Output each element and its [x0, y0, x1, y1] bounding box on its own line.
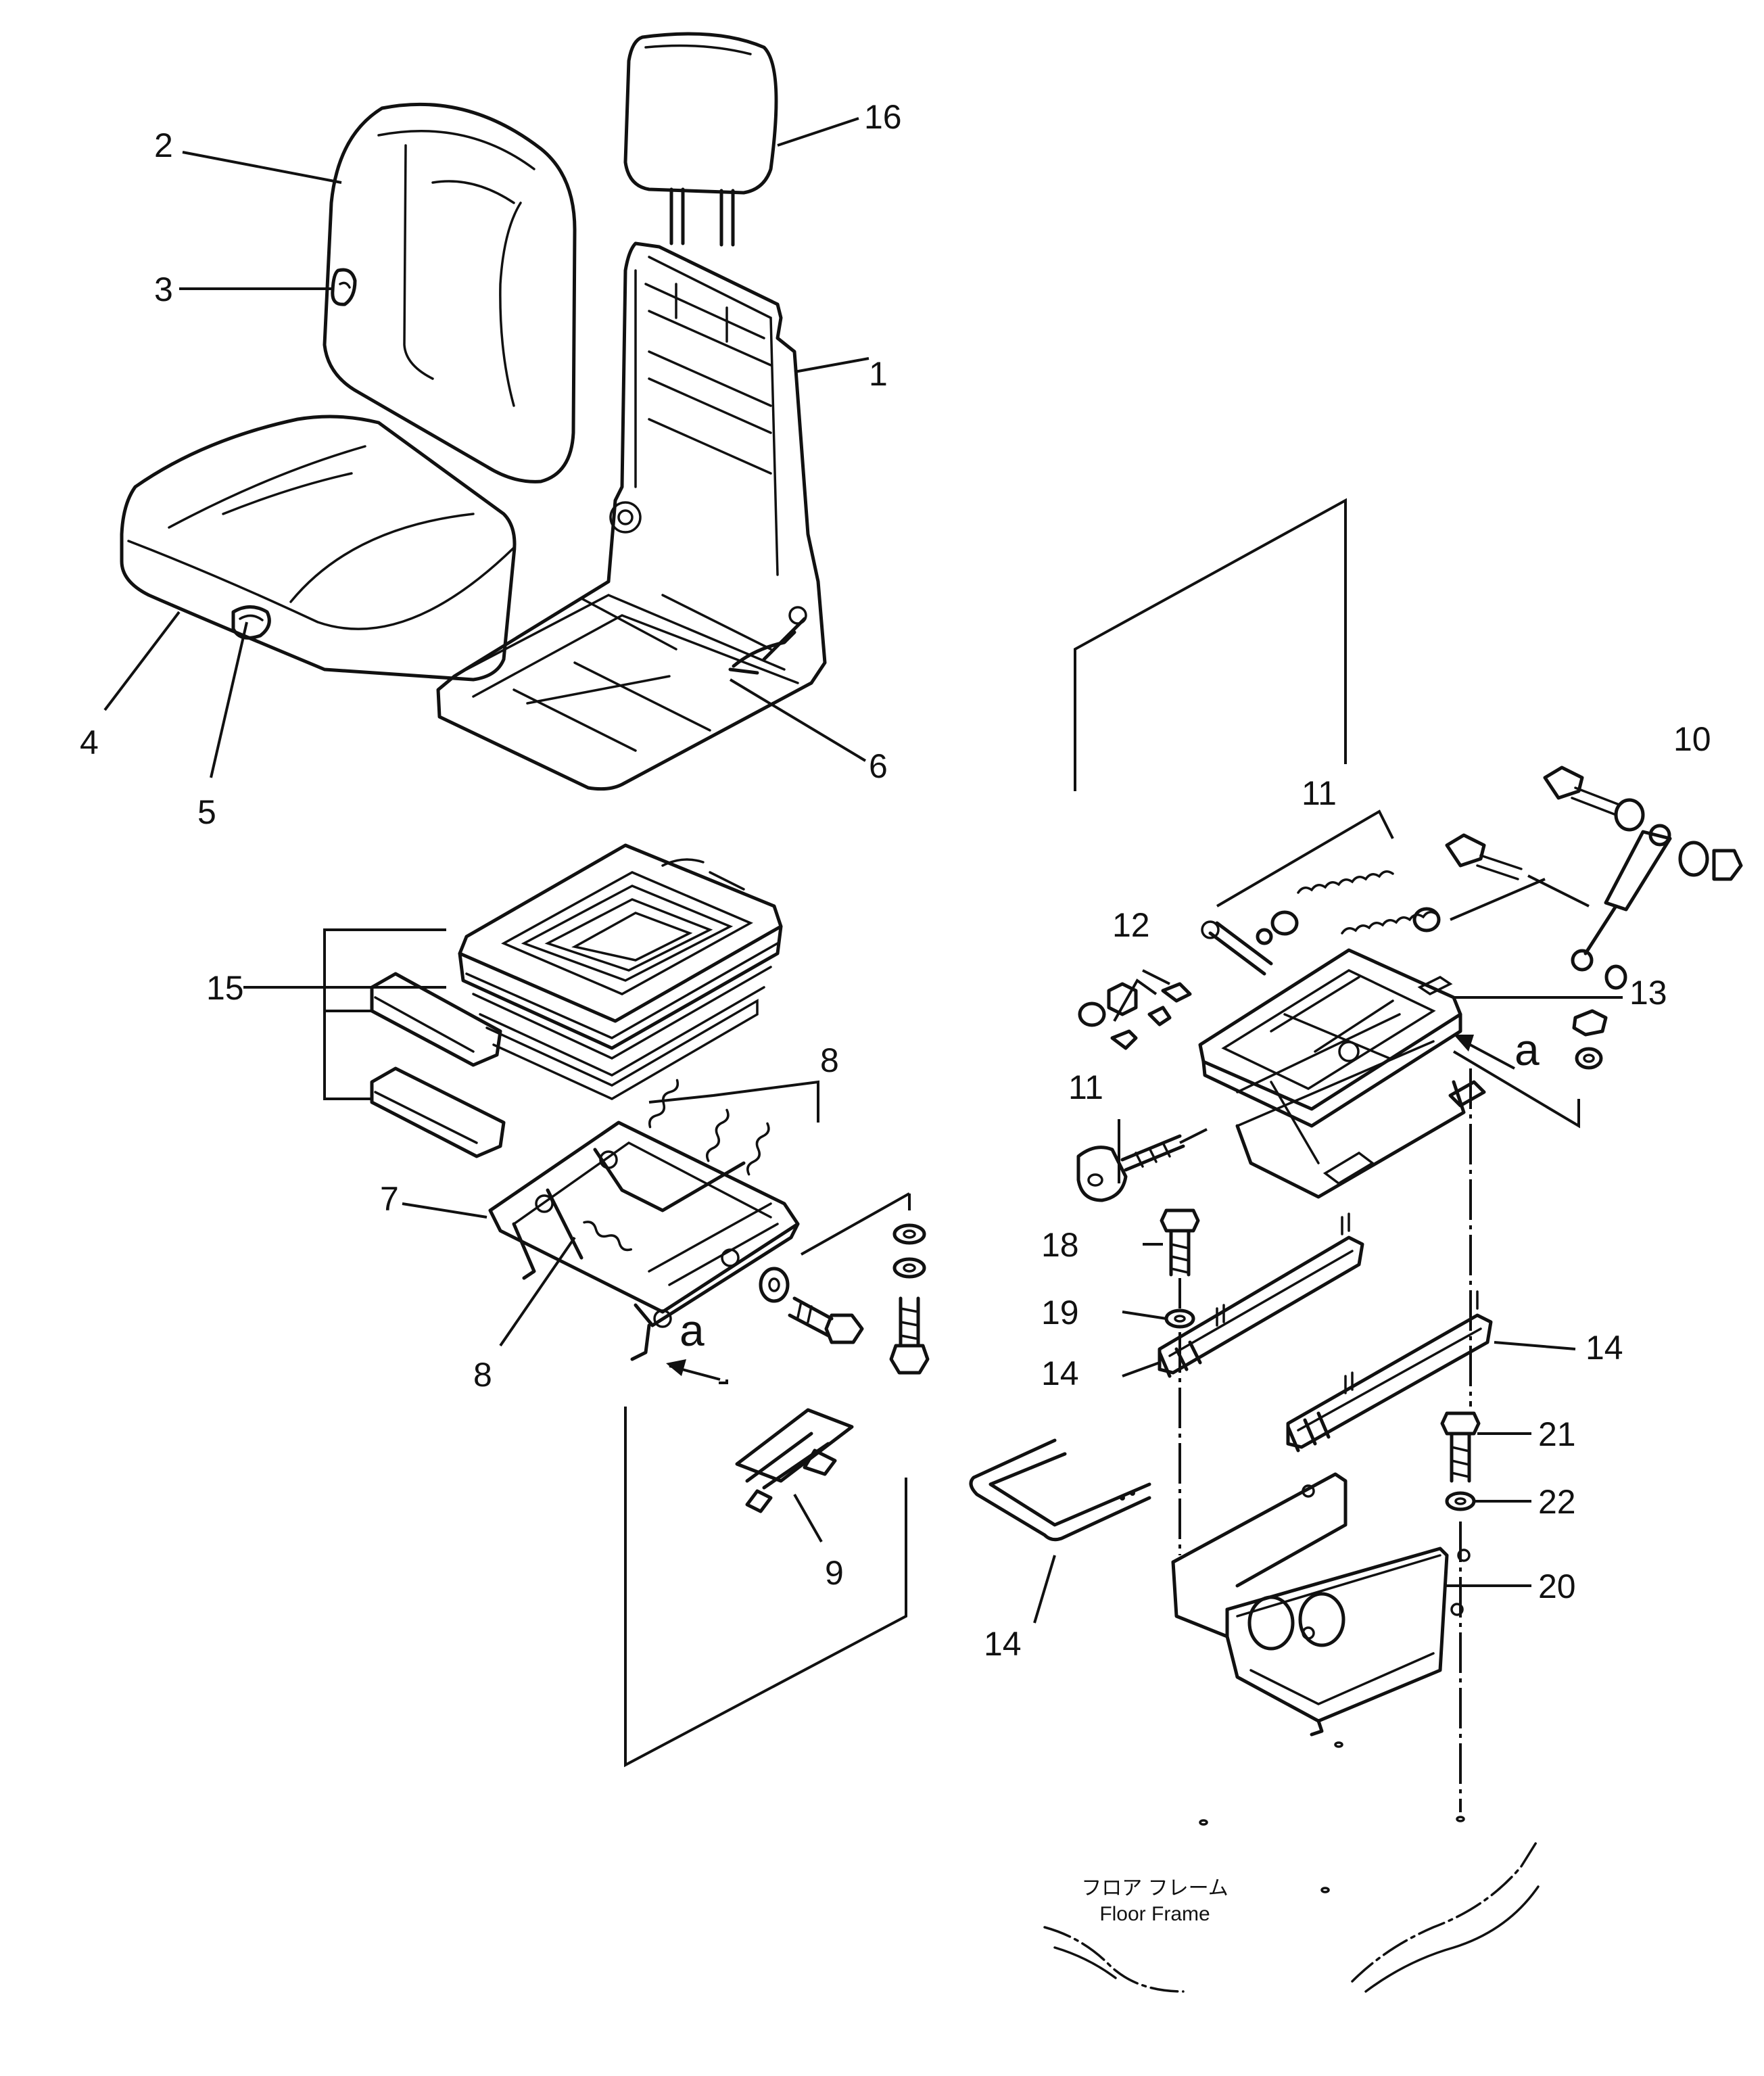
upper-tension-springs	[1201, 809, 1438, 976]
slide-rail-left	[1158, 1212, 1364, 1378]
slide-rail-right	[1286, 1290, 1493, 1453]
callout-12: 12	[1112, 906, 1150, 944]
view-marker-a-left: a	[680, 1305, 705, 1355]
assembly-axis-right	[1459, 1068, 1472, 1812]
view-a-arrowhead-left	[666, 1359, 686, 1376]
right-boundary-frame	[1074, 498, 1347, 791]
shock-lower-bolt	[1412, 833, 1590, 933]
seat-cushion	[120, 415, 517, 682]
view-a-arrow-line-right	[1463, 1040, 1515, 1070]
callout-14-handle: 14	[984, 1625, 1022, 1663]
view-a-arrowhead-right	[1454, 1035, 1474, 1052]
suspension-linkage	[488, 1120, 800, 1361]
shock-upper-bolt	[1543, 765, 1645, 832]
floor-frame-label-english: Floor Frame	[1099, 1903, 1210, 1925]
callout-11-lower: 11	[1068, 1068, 1103, 1106]
callout-8-lower: 8	[473, 1356, 492, 1394]
callout-14-rail-left: 14	[1041, 1354, 1079, 1392]
view-a-bracket-right	[1452, 1050, 1580, 1129]
left-boundary-frame	[624, 1407, 907, 1768]
callout-21: 21	[1538, 1415, 1576, 1453]
latch-clips	[1078, 969, 1192, 1050]
backrest-lever-knob	[331, 268, 357, 306]
callout-3: 3	[154, 270, 173, 308]
callout-20: 20	[1538, 1567, 1576, 1605]
shock-absorber	[1571, 824, 1743, 990]
callout-18: 18	[1041, 1226, 1079, 1264]
callout-15: 15	[206, 969, 244, 1007]
floor-frame-holes	[1199, 1741, 1465, 1893]
left-bolt-stack	[889, 1223, 930, 1375]
seat-cushion-handle	[231, 605, 271, 640]
left-side-bolt	[759, 1267, 864, 1344]
washer-22	[1445, 1491, 1476, 1511]
floor-frame-label-japanese: フロア フレーム	[1081, 1877, 1228, 1900]
coil-springs	[583, 1079, 770, 1252]
backrest-cushion	[323, 102, 577, 483]
callout-1: 1	[869, 355, 888, 393]
washer-19	[1164, 1308, 1195, 1329]
right-nut-washer	[1572, 1009, 1608, 1070]
callout-leaders	[103, 117, 1623, 1624]
callout-16: 16	[864, 98, 902, 136]
callout-7: 7	[380, 1180, 399, 1218]
bellows-group-bracket	[323, 928, 446, 1100]
view-a-bracket-left	[719, 1192, 911, 1384]
view-marker-a-right: a	[1515, 1024, 1540, 1075]
callout-11-upper: 11	[1302, 774, 1337, 812]
headrest	[623, 32, 778, 247]
callout-13: 13	[1629, 974, 1667, 1012]
bellows-bracket-lower	[370, 1066, 506, 1158]
weight-adjust-knob	[1076, 1128, 1208, 1202]
callout-14-rail-right: 14	[1586, 1329, 1623, 1367]
callout-2: 2	[154, 126, 173, 164]
suspension-base	[1198, 948, 1486, 1199]
callout-9: 9	[825, 1554, 844, 1592]
callout-19: 19	[1041, 1294, 1079, 1331]
mount-bolt-18	[1160, 1208, 1200, 1277]
callout-5: 5	[197, 793, 216, 831]
fore-aft-slide-lever	[735, 1408, 854, 1513]
callout-22: 22	[1538, 1483, 1576, 1521]
suspension-bellows	[458, 843, 783, 1100]
seat-frame	[436, 241, 827, 791]
callout-4: 4	[80, 724, 99, 761]
mount-bolt-21	[1440, 1411, 1481, 1483]
mounting-bracket	[1171, 1472, 1471, 1737]
callout-10: 10	[1673, 720, 1711, 758]
floor-frame-break-lines	[1043, 1838, 1540, 1993]
callout-6: 6	[869, 747, 888, 785]
callout-8-upper: 8	[820, 1041, 839, 1079]
fore-aft-loop-handle	[969, 1438, 1151, 1542]
